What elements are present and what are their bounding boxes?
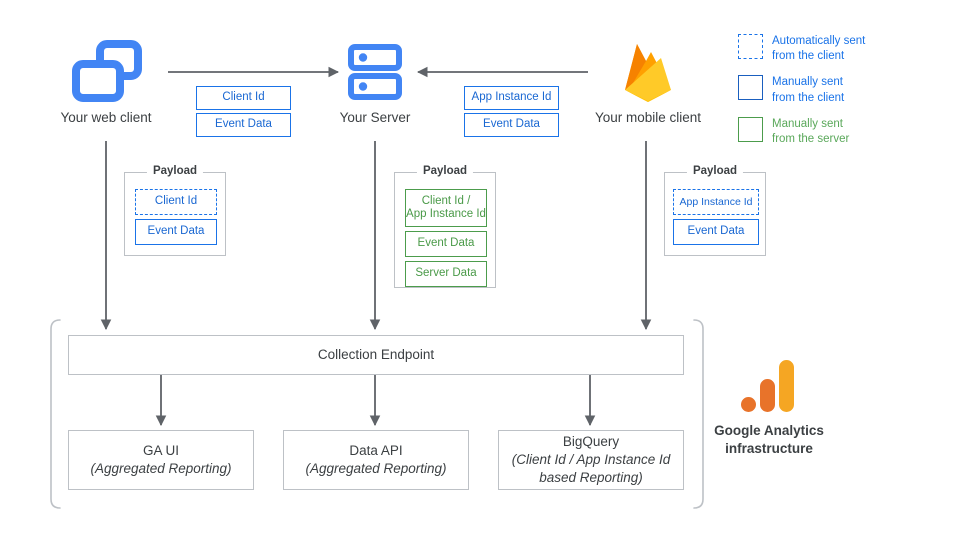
web-windows-icon: [72, 40, 142, 102]
collection-endpoint-label: Collection Endpoint: [317, 346, 435, 362]
legend-label-manual-server: Manually sent from the server: [772, 117, 850, 145]
firebase-icon: [615, 38, 681, 106]
google-analytics-icon: [741, 360, 797, 416]
legend-label-manual-client: Manually sent from the client: [772, 76, 845, 104]
payload-web-title: Payload: [146, 165, 204, 177]
payload-server-item-server-data: Server Data: [405, 261, 487, 287]
server-label: Your Server: [339, 110, 411, 125]
payload-web: Payload Client Id Event Data: [124, 165, 226, 256]
payload-server-item-ids: Client Id / App Instance Id: [405, 189, 487, 227]
output-title-bigquery: BigQuery: [562, 433, 620, 449]
output-subtitle-data-api: (Aggregated Reporting): [305, 461, 447, 476]
bracket-left: [50, 319, 61, 509]
output-box-ga-ui: GA UI (Aggregated Reporting): [68, 430, 254, 490]
payload-web-item-event-data: Event Data: [135, 219, 217, 245]
legend-label-automatic-client: Automatically sent from the client: [772, 35, 866, 63]
collection-endpoint-box: Collection Endpoint: [68, 335, 684, 375]
mobile-client-label: Your mobile client: [594, 110, 702, 125]
transport-chip-event-data: Event Data: [196, 113, 291, 137]
legend-item-manual-client: Manually sent from the client: [738, 75, 953, 105]
transport-chip-event-data-mobile: Event Data: [464, 113, 559, 137]
transport-chip-client-id: Client Id: [196, 86, 291, 110]
output-subtitle-bigquery: (Client Id / App Instance Id based Repor…: [511, 451, 671, 486]
legend: Automatically sent from the client Manua…: [738, 34, 953, 147]
legend-swatch-solid-blue: [738, 75, 763, 101]
payload-mobile-item-event-data: Event Data: [673, 219, 759, 245]
output-box-data-api: Data API (Aggregated Reporting): [283, 430, 469, 490]
legend-item-automatic-client: Automatically sent from the client: [738, 34, 953, 64]
payload-server: Payload Client Id / App Instance Id Even…: [394, 165, 496, 288]
server-icon: [348, 44, 402, 100]
output-subtitle-ga-ui: (Aggregated Reporting): [90, 461, 232, 476]
payload-mobile: Payload App Instance Id Event Data: [664, 165, 766, 256]
payload-server-title: Payload: [416, 165, 474, 177]
payload-mobile-item-app-instance-id: App Instance Id: [673, 189, 759, 215]
bracket-right: [693, 319, 704, 509]
legend-swatch-dashed-blue: [738, 34, 763, 59]
output-title-ga-ui: GA UI: [142, 442, 179, 458]
legend-item-manual-server: Manually sent from the server: [738, 116, 953, 147]
web-client-label: Your web client: [60, 110, 152, 125]
payload-mobile-title: Payload: [686, 165, 744, 177]
legend-swatch-solid-green: [738, 116, 763, 142]
output-box-bigquery: BigQuery (Client Id / App Instance Id ba…: [498, 430, 684, 490]
output-title-data-api: Data API: [349, 442, 403, 458]
payload-server-item-event-data: Event Data: [405, 231, 487, 257]
payload-web-item-client-id: Client Id: [135, 189, 217, 215]
infrastructure-label: Google Analytics infrastructure: [714, 423, 824, 456]
transport-chip-app-instance-id: App Instance Id: [464, 86, 559, 110]
